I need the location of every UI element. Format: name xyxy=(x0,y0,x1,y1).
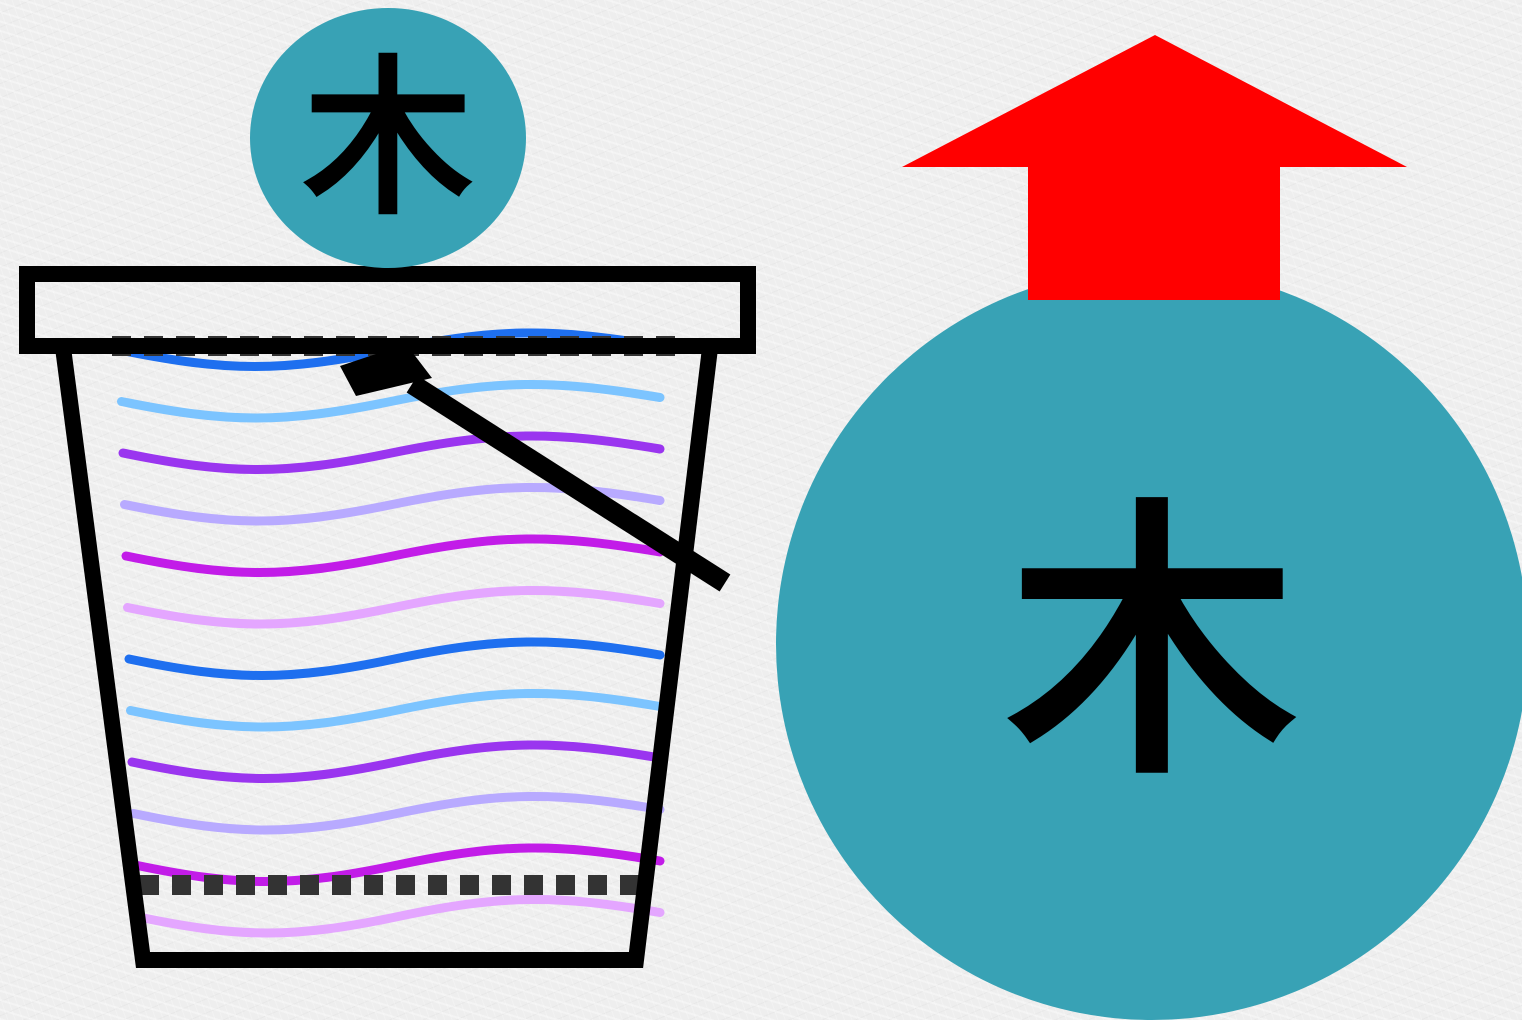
cup-with-straw-icon xyxy=(19,266,756,968)
wave-lines xyxy=(115,328,665,938)
large-badge: 木 xyxy=(776,268,1522,1020)
wave-line xyxy=(118,431,665,474)
small-badge-circle xyxy=(250,8,526,268)
straw xyxy=(406,375,731,592)
cup-rim xyxy=(19,266,756,354)
straw-tip xyxy=(340,344,432,396)
wave-line xyxy=(121,534,665,577)
cup-body xyxy=(54,338,719,968)
up-arrow-icon xyxy=(902,35,1407,300)
wave-line xyxy=(126,688,665,732)
large-badge-character: 木 xyxy=(1007,477,1297,814)
small-badge-character: 木 xyxy=(303,41,473,239)
wave-line xyxy=(127,740,665,783)
wave-line xyxy=(117,379,665,423)
wave-line xyxy=(129,791,665,835)
wave-line xyxy=(132,894,665,938)
wave-line xyxy=(123,585,665,629)
large-badge-circle xyxy=(776,268,1522,1020)
small-badge: 木 xyxy=(250,8,526,268)
wave-line xyxy=(124,637,665,680)
